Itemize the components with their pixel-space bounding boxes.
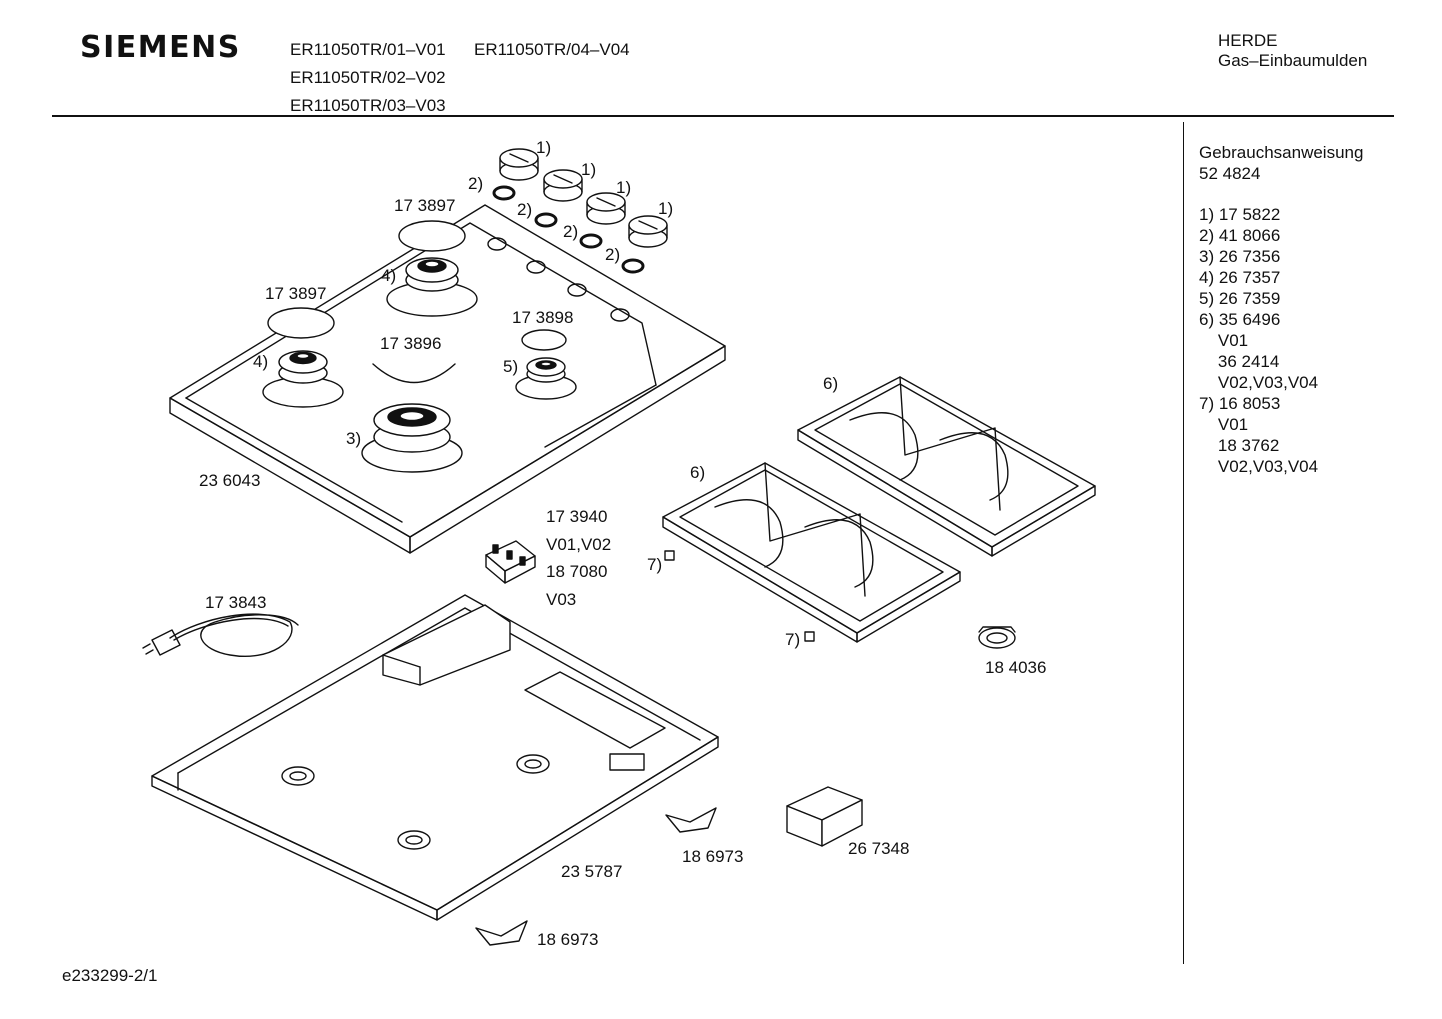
legend-row: 18 3762 — [1199, 436, 1280, 455]
callout-rubber-foot: 7) — [785, 630, 801, 649]
header-divider — [52, 115, 1394, 117]
callout-burner: 4) — [381, 266, 397, 285]
callout-small-pan-support: 18 4036 — [985, 658, 1047, 677]
callout-clip: 18 6973 — [537, 930, 599, 949]
callout-knob: 1) — [536, 138, 552, 157]
callout-burner: 4) — [253, 352, 269, 371]
control-knobs — [500, 149, 667, 247]
burner-left — [263, 351, 343, 407]
callout-pan-support: 6) — [823, 374, 839, 393]
burner-rear-left — [387, 258, 477, 316]
burner-cap-ring — [373, 364, 455, 383]
callout-rubber-foot: 7) — [647, 555, 663, 574]
pan-support-front — [663, 463, 960, 642]
rubber-foot — [665, 551, 674, 560]
legend-divider — [1183, 122, 1184, 964]
legend-row: 6) 35 6496 — [1199, 310, 1281, 329]
model-number: ER11050TR/03–V03 — [290, 96, 446, 115]
callout-ignition: V03 — [546, 590, 577, 609]
legend-row: V02,V03,V04 — [1199, 457, 1319, 476]
callout-ring: 2) — [563, 222, 579, 241]
legend-row: V01 — [1199, 331, 1249, 350]
ignition-unit — [486, 541, 535, 583]
callout-knob: 1) — [616, 178, 632, 197]
callout-ignition: V01,V02 — [546, 535, 612, 554]
callout-ring: 2) — [468, 174, 484, 193]
model-number: ER11050TR/02–V02 — [290, 68, 446, 87]
legend-row: 1) 17 5822 — [1199, 205, 1281, 224]
legend-row: 3) 26 7356 — [1199, 247, 1281, 266]
callout-clip: 18 6973 — [682, 847, 744, 866]
burner-cap — [399, 221, 465, 251]
hob-top-part — [170, 205, 725, 553]
document-id: e233299-2/1 — [62, 966, 158, 985]
callout-burner-cap: 17 3897 — [265, 284, 327, 303]
callout-junction-box: 26 7348 — [848, 839, 910, 858]
power-cable — [143, 614, 298, 656]
callout-cable: 17 3843 — [205, 593, 267, 612]
callout-burner: 5) — [503, 357, 519, 376]
callout-ring: 2) — [605, 245, 621, 264]
legend-row: 36 2414 — [1199, 352, 1280, 371]
model-number: ER11050TR/04–V04 — [474, 40, 630, 59]
burner-small — [516, 358, 576, 399]
pan-support-rear — [798, 377, 1095, 556]
callout-burner-cap: 17 3896 — [380, 334, 442, 353]
legend-title: Gebrauchsanweisung — [1199, 143, 1364, 162]
mounting-clip — [666, 808, 716, 832]
callout-knob: 1) — [581, 160, 597, 179]
mounting-clip — [476, 921, 527, 945]
rubber-foot — [805, 632, 814, 641]
brand-logo: SIEMENS — [80, 30, 241, 65]
callout-burner: 3) — [346, 429, 362, 448]
legend-row: 2) 41 8066 — [1199, 226, 1281, 245]
legend-title-number: 52 4824 — [1199, 164, 1261, 183]
junction-box — [787, 787, 862, 846]
callout-knob: 1) — [658, 199, 674, 218]
callout-ignition: 17 3940 — [546, 507, 608, 526]
model-number: ER11050TR/01–V01 — [290, 40, 446, 59]
callout-pan-support: 6) — [690, 463, 706, 482]
legend-row: 4) 26 7357 — [1199, 268, 1281, 287]
callout-burner-cap: 17 3897 — [394, 196, 456, 215]
knob-rings — [494, 187, 643, 272]
callout-ignition: 18 7080 — [546, 562, 608, 581]
burner-cap — [268, 308, 334, 338]
bottom-tray — [152, 595, 718, 920]
category-line: HERDE — [1218, 31, 1278, 50]
legend-row: V02,V03,V04 — [1199, 373, 1319, 392]
callout-hob-top: 23 6043 — [199, 471, 261, 490]
legend-row: V01 — [1199, 415, 1249, 434]
legend-row: 5) 26 7359 — [1199, 289, 1281, 308]
callout-ring: 2) — [517, 200, 533, 219]
callout-bottom-tray: 23 5787 — [561, 862, 623, 881]
legend-row: 7) 16 8053 — [1199, 394, 1281, 413]
burner-cap — [522, 330, 566, 350]
parts-legend: 1) 17 5822 2) 41 8066 3) 26 7356 4) 26 7… — [1199, 204, 1318, 477]
callout-burner-cap: 17 3898 — [512, 308, 574, 327]
category-line: Gas–Einbaumulden — [1218, 51, 1368, 70]
small-pan-support — [979, 627, 1015, 648]
burner-large — [362, 404, 462, 472]
